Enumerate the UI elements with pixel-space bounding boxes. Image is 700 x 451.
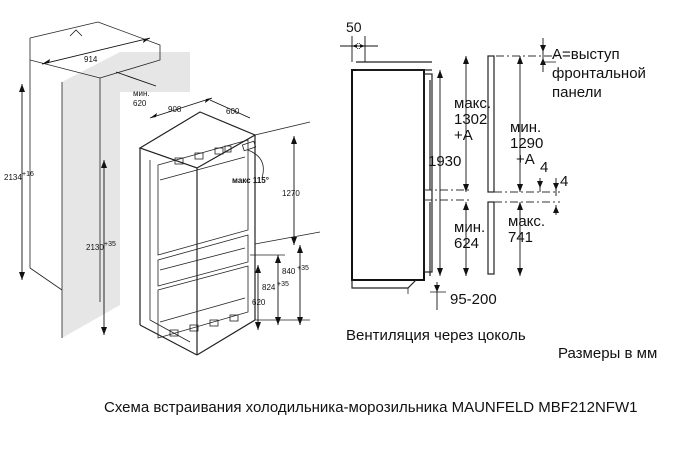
cabinet-body xyxy=(351,69,425,281)
units-note: Размеры в мм xyxy=(558,345,657,362)
dim-2130: 2130 xyxy=(86,243,104,252)
upper-min-label: мин. xyxy=(510,119,541,136)
dim-840: 840 xyxy=(282,267,296,276)
dim-600: 600 xyxy=(226,107,240,116)
dim-2134: 2134 xyxy=(4,173,22,182)
gap-a: 4 xyxy=(540,159,548,176)
door-arc xyxy=(247,149,264,179)
lower-min-label: мин. xyxy=(454,219,485,236)
dim-840-tol: +35 xyxy=(297,265,309,272)
niche-wall-back xyxy=(120,52,190,92)
dim-2134-tol: +16 xyxy=(22,171,34,178)
side-drawing: 50 xyxy=(340,19,657,362)
dim-914: 914 xyxy=(84,55,98,64)
dim-824-tol: +35 xyxy=(277,281,289,288)
vent-note: Вентиляция через цоколь xyxy=(346,327,526,344)
dim-908: 908 xyxy=(168,105,182,114)
upper-max-label: макс. xyxy=(454,95,491,112)
fridge-body xyxy=(138,111,264,356)
niche-wall-left xyxy=(62,52,120,338)
lower-min-value: 624 xyxy=(454,235,479,252)
lower-max-label: макс. xyxy=(508,213,545,230)
upper-min-plus: +А xyxy=(516,151,535,168)
dim-1270: 1270 xyxy=(282,189,300,198)
niche-top-hook xyxy=(69,29,83,37)
dim-620: 620 xyxy=(252,298,266,307)
door-angle-label: макс 115° xyxy=(232,176,269,185)
dim-min-620: 620 xyxy=(133,99,147,108)
upper-max-value: 1302 xyxy=(454,111,487,128)
lower-max-value: 741 xyxy=(508,229,533,246)
vent-range: 95-200 xyxy=(450,291,497,308)
panel-note-1: А=выступ xyxy=(552,46,620,63)
diagram-caption: Схема встраивания холодильника-морозильн… xyxy=(104,399,637,416)
upper-min-value: 1290 xyxy=(510,135,543,152)
gap-b: 4 xyxy=(560,173,568,190)
dim-2130-tol: +35 xyxy=(104,241,116,248)
total-height: 1930 xyxy=(428,153,461,170)
iso-dimensions xyxy=(19,37,321,335)
iso-drawing: 914 мин. 620 908 600 2134 +16 2130 +35 м… xyxy=(4,21,321,356)
dim-50: 50 xyxy=(346,19,362,35)
panel-note-2: фронтальной xyxy=(552,65,646,82)
dim-min-620-label: мин. xyxy=(133,89,150,98)
upper-max-plus: +А xyxy=(454,127,473,144)
dim-824: 824 xyxy=(262,283,276,292)
panel-note-3: панели xyxy=(552,84,602,101)
